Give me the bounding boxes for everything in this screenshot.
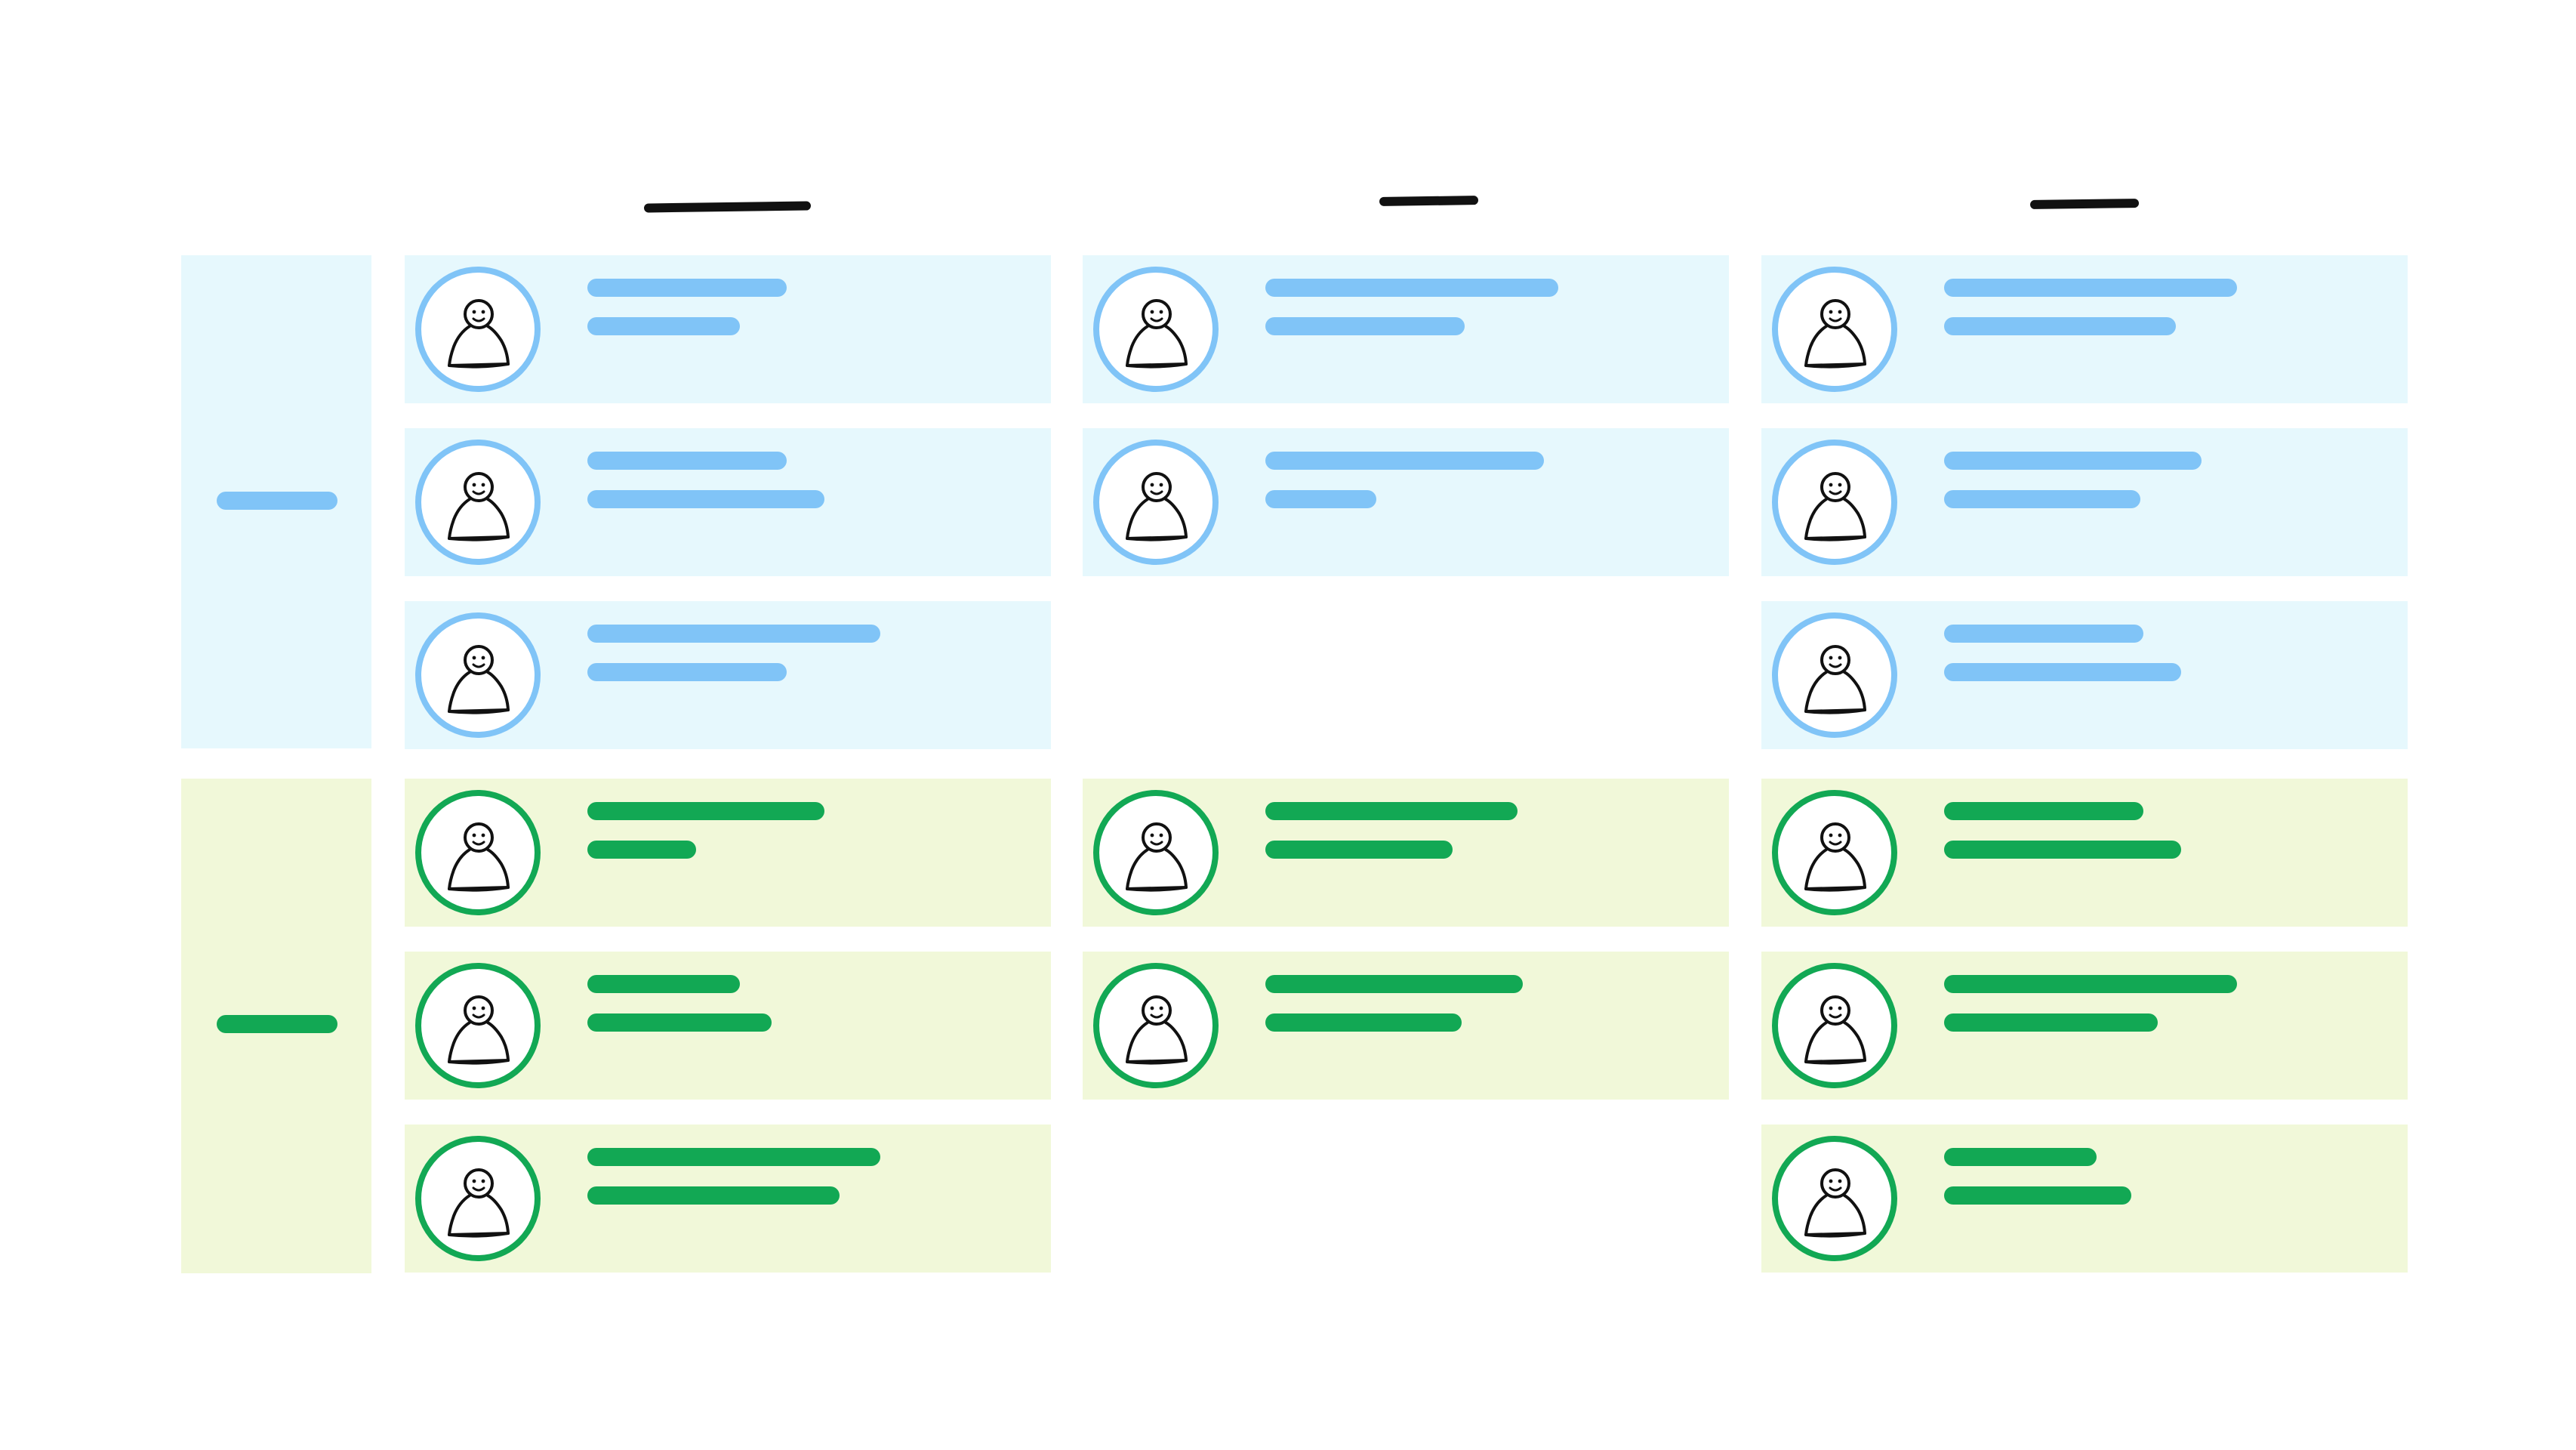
column-header-2	[1379, 196, 1479, 206]
card-subtitle-placeholder	[1944, 1013, 2158, 1032]
person-sketch-icon	[1804, 1168, 1866, 1238]
profile-card-green-c1-r2[interactable]	[405, 952, 1051, 1100]
person-sketch-icon	[1804, 472, 1866, 541]
avatar	[1093, 440, 1219, 565]
row-group-blue	[181, 255, 371, 748]
card-title-placeholder	[587, 452, 787, 470]
card-subtitle-placeholder	[587, 317, 740, 335]
profile-card-green-c3-r1[interactable]	[1761, 779, 2408, 927]
card-title-placeholder	[587, 625, 880, 643]
card-title-placeholder	[587, 1148, 880, 1166]
card-subtitle-placeholder	[1944, 1186, 2131, 1205]
avatar	[1772, 790, 1897, 915]
profile-card-green-c1-r3[interactable]	[405, 1125, 1051, 1273]
profile-card-green-c2-r1[interactable]	[1083, 779, 1729, 927]
person-sketch-icon	[448, 1168, 510, 1238]
card-title-placeholder	[587, 802, 824, 820]
column-header-1	[643, 201, 812, 213]
person-sketch-icon	[1804, 645, 1866, 714]
card-subtitle-placeholder	[1265, 490, 1376, 508]
card-title-placeholder	[1944, 625, 2143, 643]
avatar	[415, 440, 541, 565]
avatar	[1772, 440, 1897, 565]
card-title-placeholder	[587, 279, 787, 297]
avatar	[415, 963, 541, 1088]
person-sketch-icon	[1804, 299, 1866, 369]
card-title-placeholder	[1944, 279, 2237, 297]
card-title-placeholder	[587, 975, 740, 993]
person-sketch-icon	[1126, 472, 1188, 541]
person-sketch-icon	[1126, 299, 1188, 369]
profile-card-blue-c1-r3[interactable]	[405, 601, 1051, 749]
profile-card-blue-c3-r3[interactable]	[1761, 601, 2408, 749]
card-title-placeholder	[1265, 802, 1518, 820]
card-subtitle-placeholder	[1265, 841, 1453, 859]
column-header-3	[2029, 198, 2140, 210]
profile-card-blue-c2-r1[interactable]	[1083, 255, 1729, 403]
avatar	[1772, 1136, 1897, 1261]
avatar	[415, 612, 541, 738]
person-sketch-icon	[1126, 822, 1188, 892]
card-title-placeholder	[1265, 279, 1558, 297]
card-title-placeholder	[1944, 452, 2202, 470]
profile-card-blue-c1-r1[interactable]	[405, 255, 1051, 403]
avatar	[1772, 612, 1897, 738]
row-label-green	[217, 1015, 337, 1033]
profile-card-blue-c3-r1[interactable]	[1761, 255, 2408, 403]
avatar	[1093, 790, 1219, 915]
card-subtitle-placeholder	[1944, 841, 2181, 859]
card-title-placeholder	[1944, 802, 2143, 820]
card-subtitle-placeholder	[587, 1013, 772, 1032]
card-title-placeholder	[1265, 452, 1544, 470]
profile-card-green-c2-r2[interactable]	[1083, 952, 1729, 1100]
person-sketch-icon	[1126, 995, 1188, 1065]
avatar	[415, 267, 541, 392]
card-title-placeholder	[1944, 975, 2237, 993]
card-title-placeholder	[1265, 975, 1523, 993]
avatar	[1093, 963, 1219, 1088]
profile-card-blue-c3-r2[interactable]	[1761, 428, 2408, 576]
person-sketch-icon	[448, 995, 510, 1065]
card-subtitle-placeholder	[1944, 663, 2181, 681]
card-title-placeholder	[1944, 1148, 2097, 1166]
row-group-green	[181, 779, 371, 1273]
card-subtitle-placeholder	[587, 490, 824, 508]
avatar	[1093, 267, 1219, 392]
row-label-blue	[217, 492, 337, 510]
profile-card-green-c1-r1[interactable]	[405, 779, 1051, 927]
avatar	[415, 1136, 541, 1261]
card-subtitle-placeholder	[587, 663, 787, 681]
profile-card-green-c3-r3[interactable]	[1761, 1125, 2408, 1273]
card-subtitle-placeholder	[1265, 1013, 1462, 1032]
profile-card-green-c3-r2[interactable]	[1761, 952, 2408, 1100]
card-subtitle-placeholder	[1265, 317, 1465, 335]
person-sketch-icon	[448, 299, 510, 369]
profile-card-blue-c1-r2[interactable]	[405, 428, 1051, 576]
avatar	[1772, 963, 1897, 1088]
card-subtitle-placeholder	[1944, 490, 2140, 508]
card-subtitle-placeholder	[587, 1186, 840, 1205]
person-sketch-icon	[448, 645, 510, 714]
card-subtitle-placeholder	[587, 841, 696, 859]
person-sketch-icon	[448, 472, 510, 541]
avatar	[415, 790, 541, 915]
person-sketch-icon	[1804, 822, 1866, 892]
profile-card-blue-c2-r2[interactable]	[1083, 428, 1729, 576]
person-sketch-icon	[448, 822, 510, 892]
avatar	[1772, 267, 1897, 392]
card-subtitle-placeholder	[1944, 317, 2176, 335]
person-sketch-icon	[1804, 995, 1866, 1065]
